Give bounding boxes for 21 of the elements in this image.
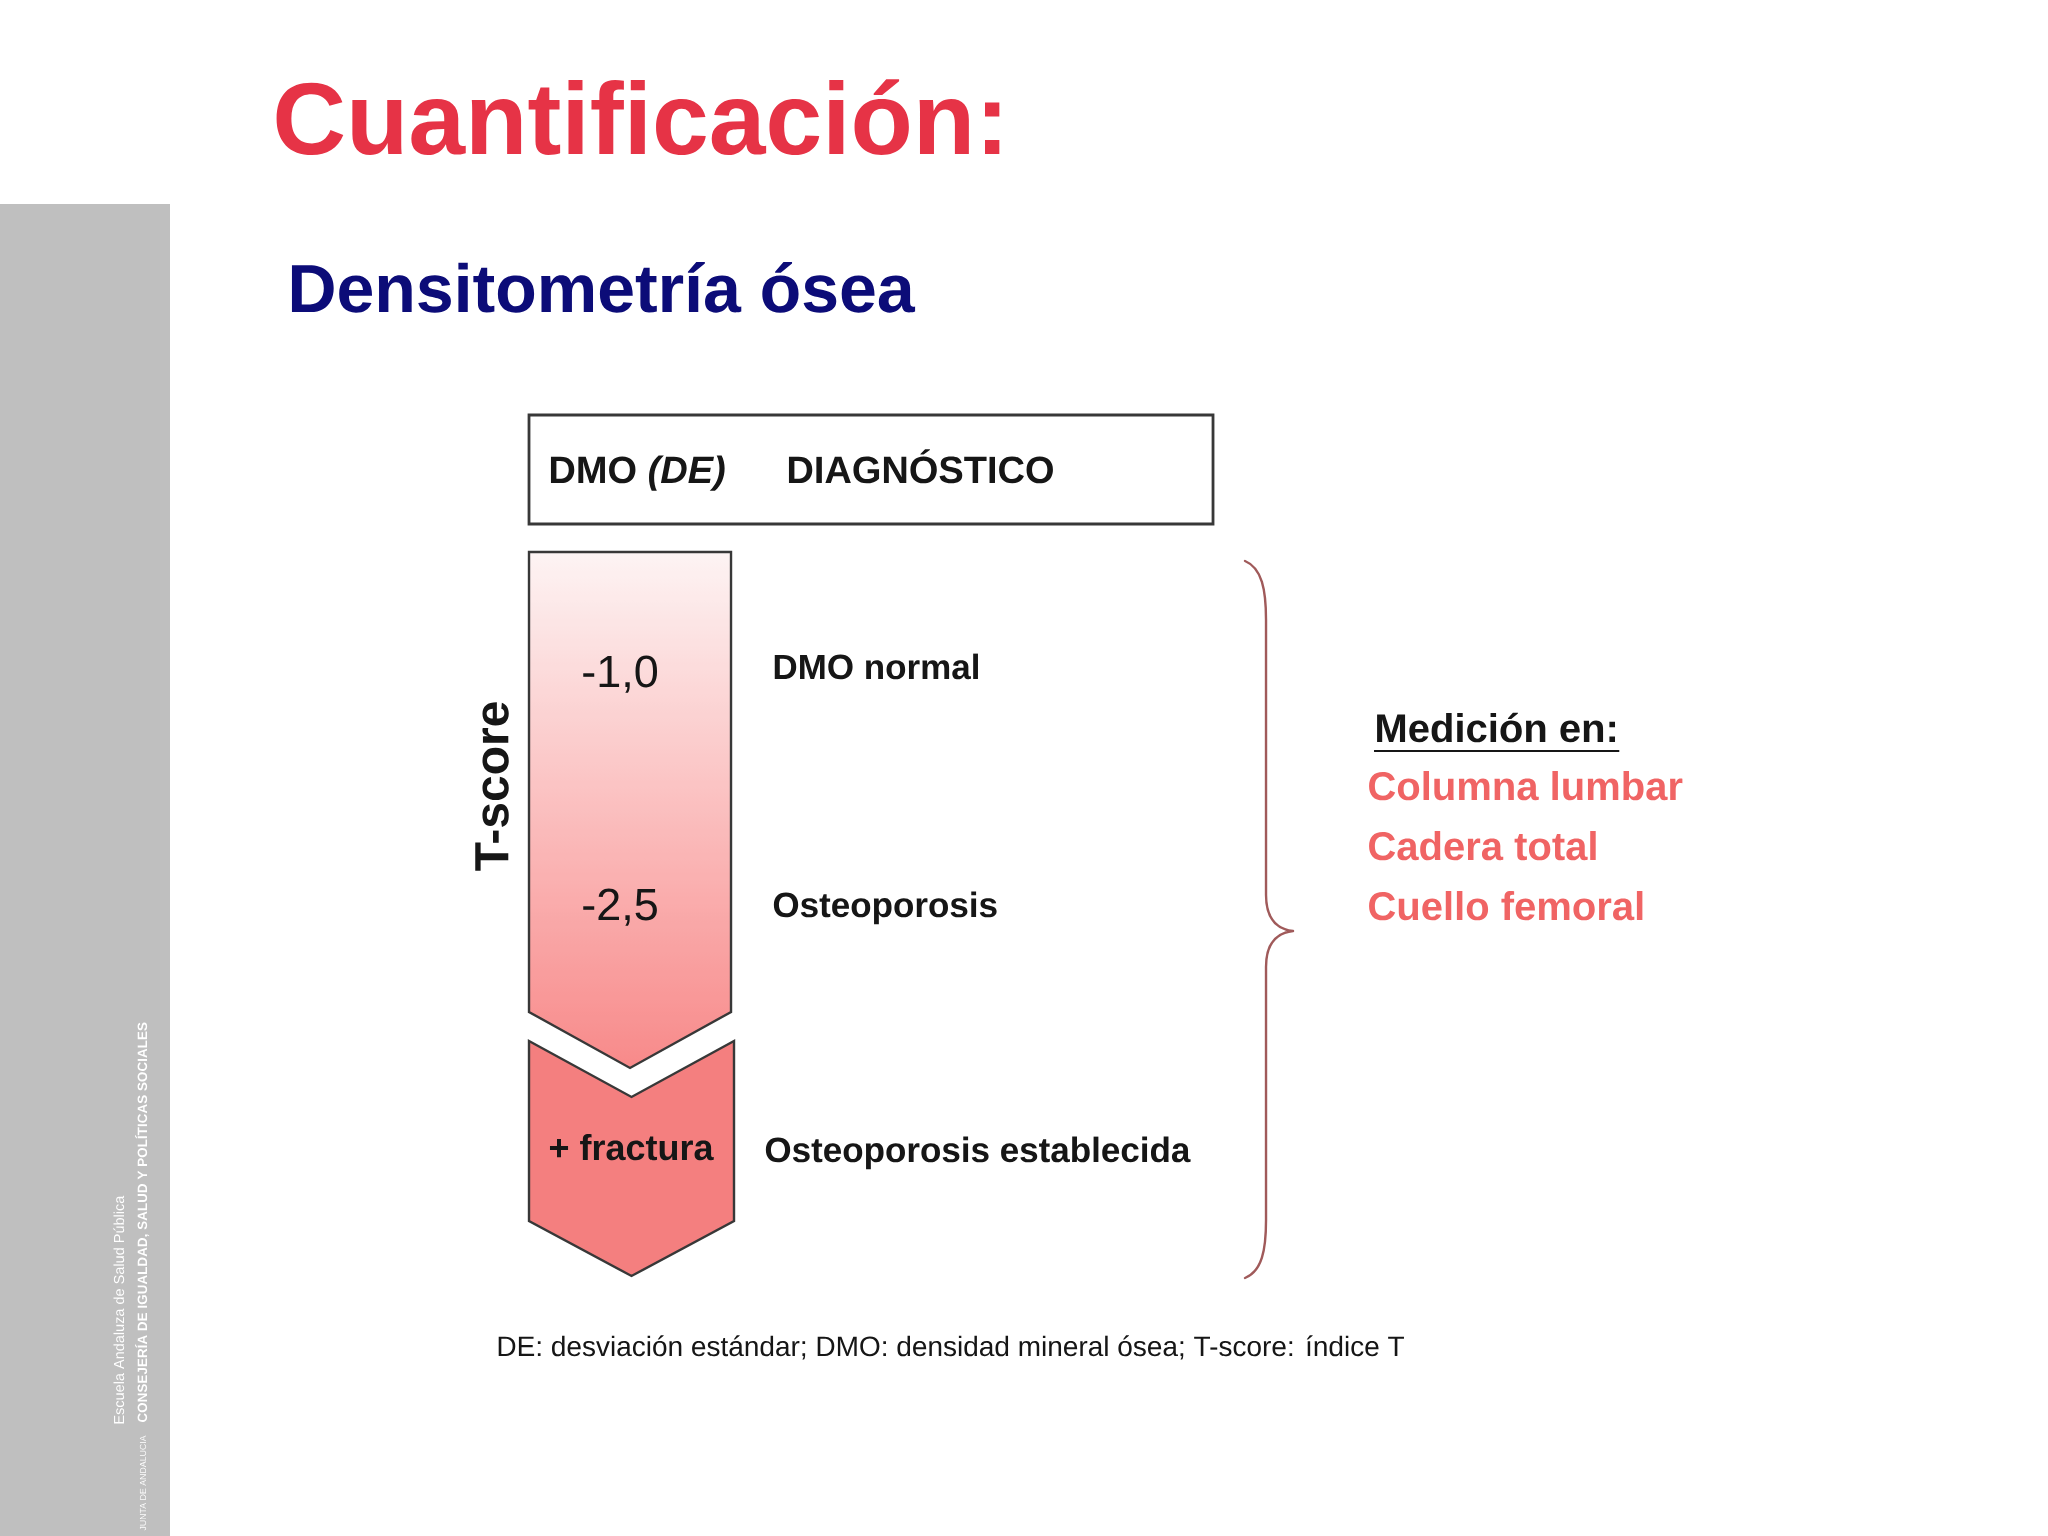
footnote-text: DE: desviación estándar; DMO: densidad mineral ósea; T-score: índice T <box>498 1335 1404 1360</box>
slide-title: Cuantificación: <box>276 79 1000 155</box>
sidebar-text: Escuela Andaluza de Salud Pública <box>113 1195 125 1424</box>
list-item: Cadera total <box>1369 831 1596 861</box>
slide-subtitle: Densitometría ósea <box>291 262 916 313</box>
chevron-shape <box>527 1038 736 1278</box>
sidebar-text: CONSEJERÍA DE IGUALDAD, SALUD Y POLÍTICAS SOCIALES <box>135 1022 150 1423</box>
list-item: Columna lumbar <box>1369 771 1683 801</box>
score-value: -1,0 <box>583 655 658 693</box>
diagnosis-label: Osteoporosis <box>773 891 997 925</box>
axis-label: T-score <box>475 702 509 871</box>
score-value: -2,5 <box>583 888 657 926</box>
header-box <box>527 413 1215 526</box>
header-text: DMO (DE) <box>550 455 725 491</box>
pentagon-shape <box>527 550 733 1070</box>
header-text: DIAGNÓSTICO <box>788 449 1053 484</box>
list-item: Cuello femoral <box>1369 891 1643 921</box>
list-heading: Medición en: <box>1374 712 1620 753</box>
chevron-label: + fractura <box>550 1133 714 1161</box>
diagnosis-label: Osteoporosis establecida <box>765 1136 1191 1170</box>
diagnosis-label: DMO normal <box>774 653 978 680</box>
